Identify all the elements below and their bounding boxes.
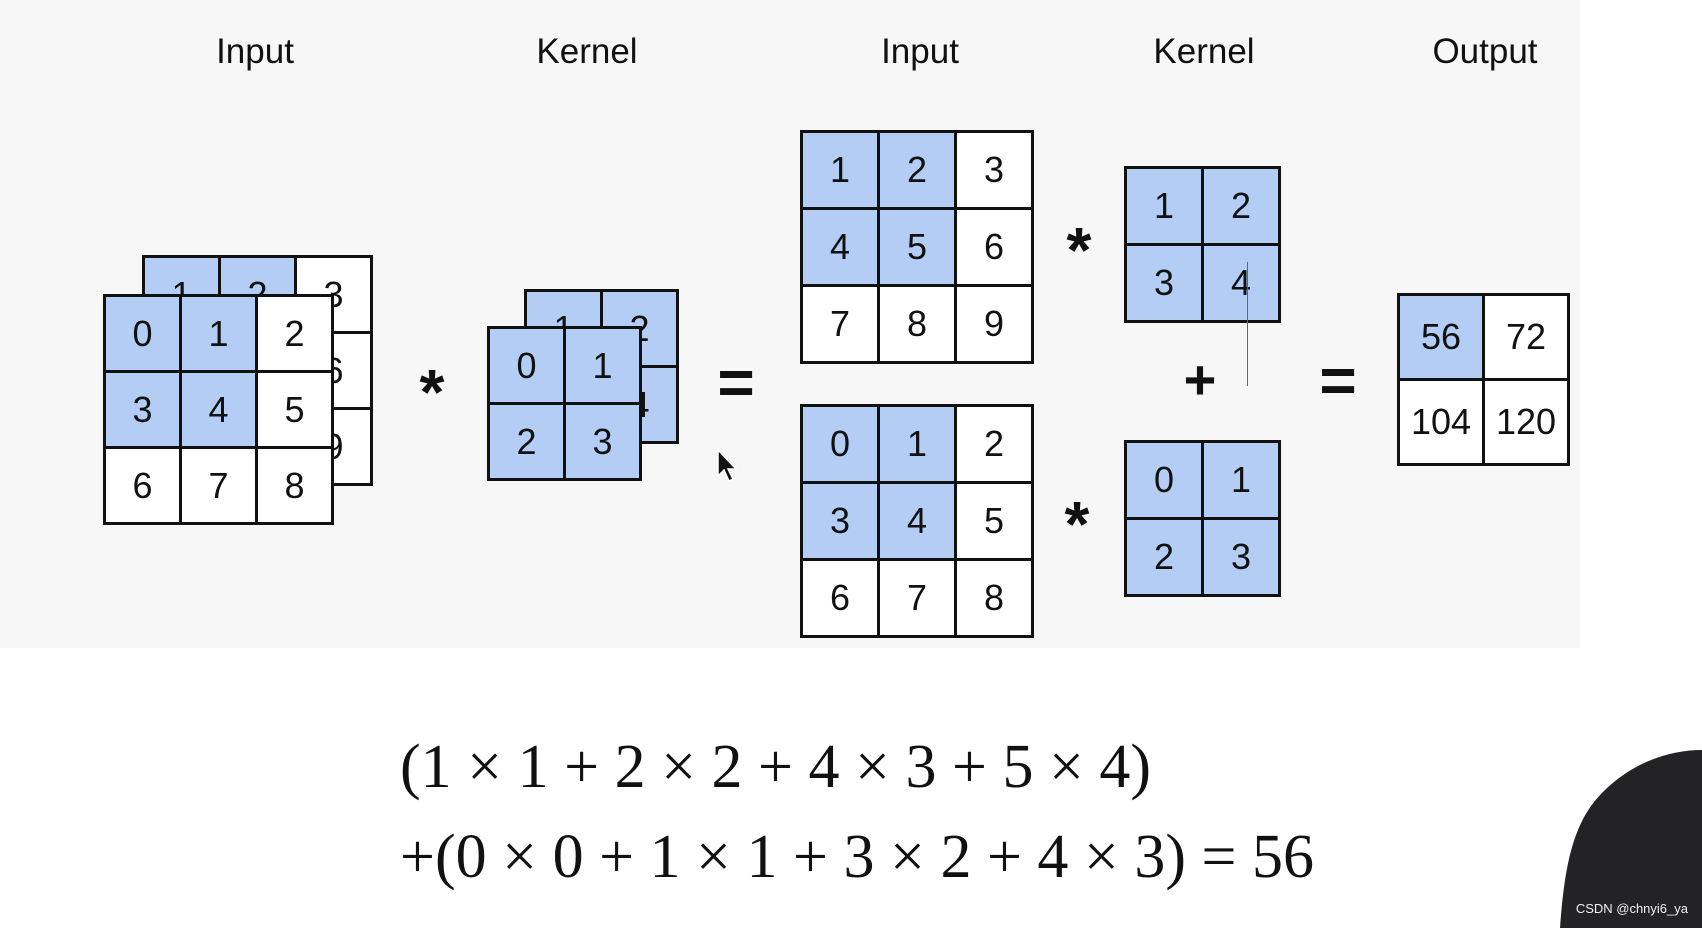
grid-cell: 1 bbox=[179, 294, 258, 373]
grid-cell: 4 bbox=[877, 481, 957, 561]
grid-cell: 6 bbox=[800, 558, 880, 638]
watermark: CSDN @chnyi6_ya bbox=[1575, 901, 1688, 916]
plus-operator: + bbox=[1183, 348, 1217, 411]
label-kernel-right: Kernel bbox=[1153, 32, 1255, 71]
grid-cell: 5 bbox=[255, 370, 334, 449]
label-output: Output bbox=[1432, 32, 1538, 71]
label-input-left: Input bbox=[216, 32, 294, 71]
grid-cell: 0 bbox=[103, 294, 182, 373]
grid-cell: 2 bbox=[487, 402, 566, 481]
conv-operator-left: * bbox=[419, 356, 445, 428]
label-kernel-left: Kernel bbox=[536, 32, 638, 71]
grid-cell: 5 bbox=[954, 481, 1034, 561]
grid-cell: 1 bbox=[877, 404, 957, 484]
grid-cell: 3 bbox=[1124, 243, 1204, 323]
grid-cell: 7 bbox=[179, 446, 258, 525]
grid-cell: 6 bbox=[103, 446, 182, 525]
grid-cell: 3 bbox=[103, 370, 182, 449]
grid-cell: 3 bbox=[800, 481, 880, 561]
grid-cell: 1 bbox=[1201, 440, 1281, 520]
grid-cell: 0 bbox=[800, 404, 880, 484]
conv-operator-top: * bbox=[1066, 214, 1092, 286]
mouse-pointer-icon bbox=[717, 448, 738, 483]
grid-cell: 4 bbox=[800, 207, 880, 287]
grid-cell: 1 bbox=[1124, 166, 1204, 246]
grid-cell: 0 bbox=[1124, 440, 1204, 520]
grid-cell: 4 bbox=[179, 370, 258, 449]
conv-operator-bottom: * bbox=[1064, 488, 1090, 560]
guide-line bbox=[1247, 262, 1248, 386]
equals-operator-left: = bbox=[717, 346, 755, 418]
grid-cell: 3 bbox=[1201, 517, 1281, 597]
formula-line-2: +(0 × 0 + 1 × 1 + 3 × 2 + 4 × 3) = 56 bbox=[400, 823, 1314, 891]
grid-cell: 120 bbox=[1482, 378, 1570, 466]
grid-cell: 3 bbox=[563, 402, 642, 481]
grid-cell: 104 bbox=[1397, 378, 1485, 466]
grid-cell: 8 bbox=[255, 446, 334, 525]
label-input-right: Input bbox=[881, 32, 959, 71]
grid-cell: 2 bbox=[954, 404, 1034, 484]
speaker-shoulder bbox=[1560, 750, 1702, 928]
grid-cell: 6 bbox=[954, 207, 1034, 287]
grid-cell: 7 bbox=[800, 284, 880, 364]
grid-cell: 0 bbox=[487, 326, 566, 405]
grid-cell: 1 bbox=[563, 326, 642, 405]
grid-cell: 8 bbox=[954, 558, 1034, 638]
grid-cell: 8 bbox=[877, 284, 957, 364]
formula-line-1: (1 × 1 + 2 × 2 + 4 × 3 + 5 × 4) bbox=[400, 733, 1152, 801]
grid-cell: 7 bbox=[877, 558, 957, 638]
grid-cell: 72 bbox=[1482, 293, 1570, 381]
equals-operator-right: = bbox=[1319, 344, 1357, 416]
grid-cell: 56 bbox=[1397, 293, 1485, 381]
grid-cell: 2 bbox=[1201, 166, 1281, 246]
grid-cell: 2 bbox=[1124, 517, 1204, 597]
grid-cell: 3 bbox=[954, 130, 1034, 210]
grid-cell: 1 bbox=[800, 130, 880, 210]
grid-cell: 2 bbox=[255, 294, 334, 373]
grid-cell: 9 bbox=[954, 284, 1034, 364]
grid-cell: 2 bbox=[877, 130, 957, 210]
grid-cell: 4 bbox=[1201, 243, 1281, 323]
grid-cell: 5 bbox=[877, 207, 957, 287]
